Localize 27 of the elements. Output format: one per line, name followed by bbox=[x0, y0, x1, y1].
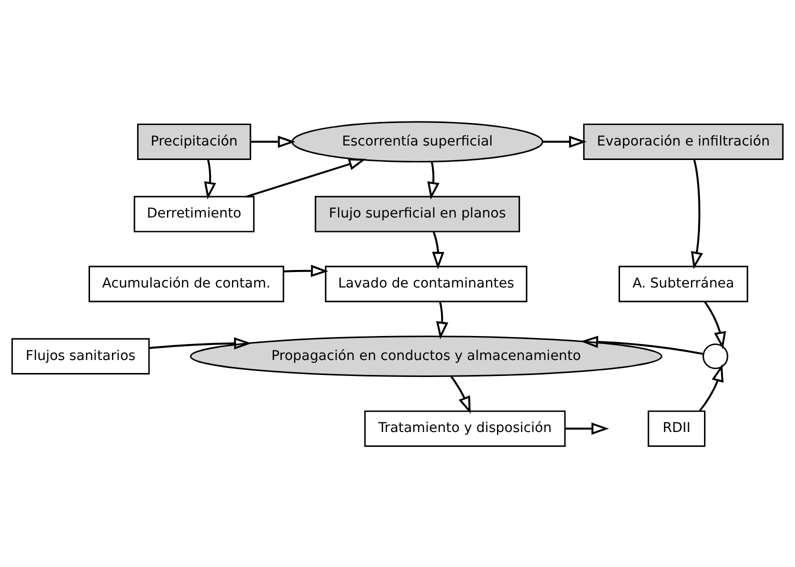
node-box: Tratamiento y disposición bbox=[364, 410, 566, 446]
arrow bbox=[427, 160, 440, 200]
node-box: RDII bbox=[648, 410, 706, 446]
arrow bbox=[690, 158, 703, 269]
node-ellipse: Escorrentía superficial bbox=[292, 120, 544, 162]
node-box: Derretimiento bbox=[134, 195, 255, 232]
arrow bbox=[250, 135, 296, 148]
arrow bbox=[284, 264, 328, 277]
node-box: Flujos sanitarios bbox=[11, 338, 150, 374]
arrow bbox=[148, 336, 252, 349]
node-box: Lavado de contaminantes bbox=[324, 265, 528, 302]
node-box: Precipitación bbox=[137, 123, 252, 160]
arrow bbox=[565, 422, 609, 434]
arrow bbox=[542, 135, 587, 148]
arrow bbox=[246, 158, 366, 198]
arrow bbox=[580, 335, 704, 354]
arrow bbox=[698, 364, 724, 412]
node-box: Evaporación e infiltración bbox=[583, 123, 784, 160]
node-circle bbox=[702, 342, 728, 369]
arrow bbox=[450, 375, 471, 414]
node-box: A. Subterránea bbox=[618, 265, 748, 302]
arrow bbox=[432, 231, 444, 269]
arrow bbox=[704, 300, 726, 349]
node-box: Flujo superficial en planos bbox=[314, 195, 520, 232]
node-box: Acumulación de contam. bbox=[88, 265, 284, 302]
arrow bbox=[436, 300, 448, 339]
arrow bbox=[204, 158, 216, 199]
